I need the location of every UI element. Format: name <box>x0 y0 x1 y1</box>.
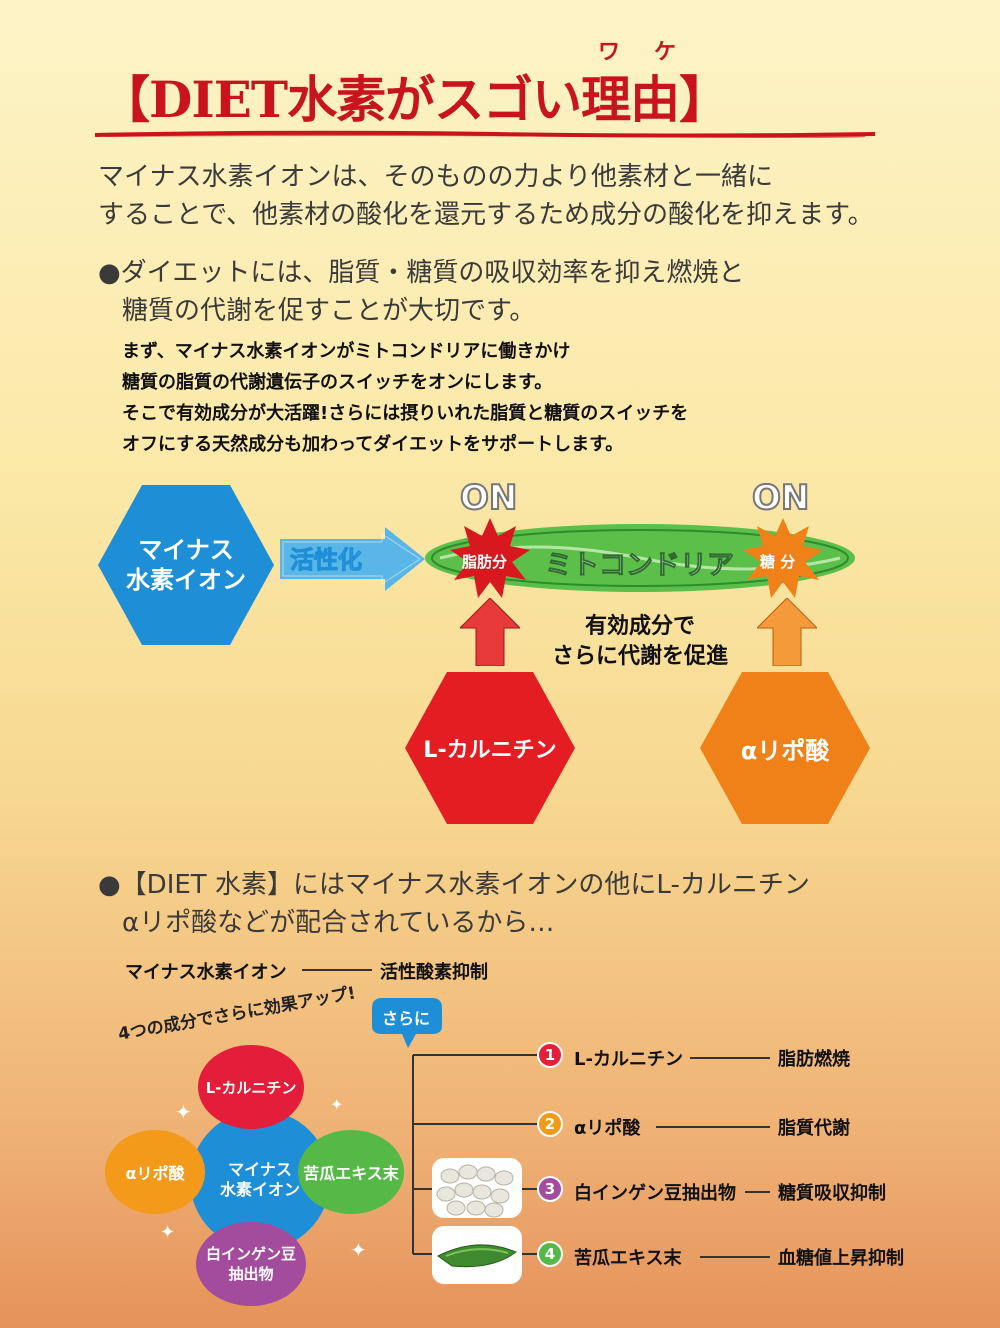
item-number: 1 <box>537 1042 563 1068</box>
hex-lipoic-label: αリポ酸 <box>740 736 830 765</box>
intro-line-2: することで、他素材の酸化を還元するため成分の酸化を抑えます。 <box>98 200 874 230</box>
title-underline <box>95 130 875 138</box>
item-name: 白インゲン豆抽出物 <box>574 1183 736 1204</box>
item-name: αリポ酸 <box>574 1118 641 1139</box>
blob-lipoic: αリポ酸 <box>105 1130 205 1214</box>
item-dash <box>656 1126 770 1128</box>
item-number: 3 <box>537 1176 563 1202</box>
page-title: 【DIET水素がスゴい理由】 <box>100 70 729 129</box>
on-label-left: ON <box>459 477 518 519</box>
bold-line-3: そこで有効成分が大活躍!さらには摂りいれた脂質と糖質のスイッチを <box>122 403 689 424</box>
sarani-badge <box>372 998 442 1048</box>
hex-carnitine: L-カルニチン <box>405 672 575 824</box>
item-effect: 脂肪燃焼 <box>778 1049 850 1070</box>
item-effect: 脂質代謝 <box>778 1118 850 1139</box>
sarani-label: さらに <box>382 1009 431 1028</box>
hex-carnitine-label: L-カルニチン <box>423 738 557 763</box>
hex-lipoic: αリポ酸 <box>700 672 870 824</box>
intro-line-1: マイナス水素イオンは、そのものの力より他素材と一緒に <box>98 162 773 192</box>
blob-white-bean: 白インゲン豆抽出物 <box>196 1222 306 1306</box>
item-dash <box>690 1057 770 1059</box>
burst-fat <box>450 518 530 598</box>
up-arrow-red <box>460 598 520 666</box>
sparkle-icon: ✦ <box>330 1095 344 1114</box>
burst-sugar-label: 糖 分 <box>760 553 796 571</box>
bitter-melon-image <box>432 1226 522 1284</box>
title-ruby: ワケ <box>598 40 711 65</box>
arc-text: 4つの成分でさらに効果アップ! <box>116 983 358 1045</box>
item-name: 苦瓜エキス末 <box>574 1248 682 1269</box>
sparkle-icon: ✦ <box>160 1222 176 1243</box>
bullet-2-line-2: αリポ酸などが配合されているから… <box>122 908 555 938</box>
item-dash <box>700 1256 770 1258</box>
bold-line-1: まず、マイナス水素イオンがミトコンドリアに働きかけ <box>122 341 571 362</box>
white-bean-image <box>432 1158 522 1218</box>
blob-center-line-1: マイナス <box>228 1160 292 1179</box>
item-number: 4 <box>537 1241 563 1267</box>
ion-row-effect: 活性酸素抑制 <box>380 962 488 983</box>
blob-bitter-label: 苦瓜エキス末 <box>303 1164 399 1183</box>
sparkle-icon: ✦ <box>175 1100 192 1124</box>
bold-explanation: まず、マイナス水素イオンがミトコンドリアに働きかけ 糖質の脂質の代謝遺伝子のスイ… <box>122 336 922 460</box>
on-label-right: ON <box>751 477 810 519</box>
bullet-2: ●【DIET 水素】にはマイナス水素イオンの他にL-カルニチン αリポ酸などが配… <box>98 866 918 942</box>
item-effect: 糖質吸収抑制 <box>778 1183 886 1204</box>
bullet-1-line-2: 糖質の代謝を促すことが大切です。 <box>122 296 536 326</box>
blob-bean-line-2: 抽出物 <box>228 1265 274 1283</box>
burst-fat-label: 脂肪分 <box>462 553 508 571</box>
bullet-1-line-1: ●ダイエットには、脂質・糖質の吸収効率を抑え燃焼と <box>98 258 745 288</box>
ion-row-label: マイナス水素イオン <box>125 962 287 983</box>
blob-center-line-2: 水素イオン <box>219 1180 300 1199</box>
blob-lipoic-label: αリポ酸 <box>125 1164 185 1183</box>
ion-row-dash <box>302 969 372 971</box>
activate-label: 活性化 <box>290 546 363 575</box>
promote-line-2: さらに代謝を促進 <box>551 644 728 669</box>
bullet-1: ●ダイエットには、脂質・糖質の吸収効率を抑え燃焼と 糖質の代謝を促すことが大切で… <box>98 254 898 330</box>
intro-paragraph: マイナス水素イオンは、そのものの力より他素材と一緒に することで、他素材の酸化を… <box>98 158 898 234</box>
burst-sugar <box>743 518 823 598</box>
item-number: 2 <box>537 1111 563 1137</box>
item-effect: 血糖値上昇抑制 <box>778 1248 904 1269</box>
bullet-2-line-1: ●【DIET 水素】にはマイナス水素イオンの他にL-カルニチン <box>98 870 810 900</box>
promote-line-1: 有効成分で <box>584 614 695 639</box>
up-arrow-orange <box>757 598 817 666</box>
sparkle-icon: ✦ <box>350 1238 367 1262</box>
blob-bean-line-1: 白インゲン豆 <box>205 1245 296 1263</box>
blob-carnitine: L-カルニチン <box>198 1045 304 1129</box>
hex-ion-line-2: 水素イオン <box>126 566 246 594</box>
hex-ion-line-1: マイナス <box>138 536 234 564</box>
blob-carnitine-label: L-カルニチン <box>205 1078 297 1097</box>
mitochondria-label: ミトコンドリア <box>545 550 735 582</box>
activate-arrow <box>280 527 425 591</box>
blob-bitter-melon: 苦瓜エキス末 <box>298 1130 404 1214</box>
title-block: ワケ 【DIET水素がスゴい理由】 <box>95 40 875 150</box>
bold-line-4: オフにする天然成分も加わってダイエットをサポートします。 <box>122 434 624 455</box>
promote-text: 有効成分で さらに代謝を促進 <box>535 612 745 672</box>
bold-line-2: 糖質の脂質の代謝遺伝子のスイッチをオンにします。 <box>122 372 553 393</box>
item-name: L-カルニチン <box>574 1049 683 1070</box>
item-dash <box>745 1191 770 1193</box>
hex-hydrogen-ion: マイナス水素イオン <box>98 485 274 645</box>
